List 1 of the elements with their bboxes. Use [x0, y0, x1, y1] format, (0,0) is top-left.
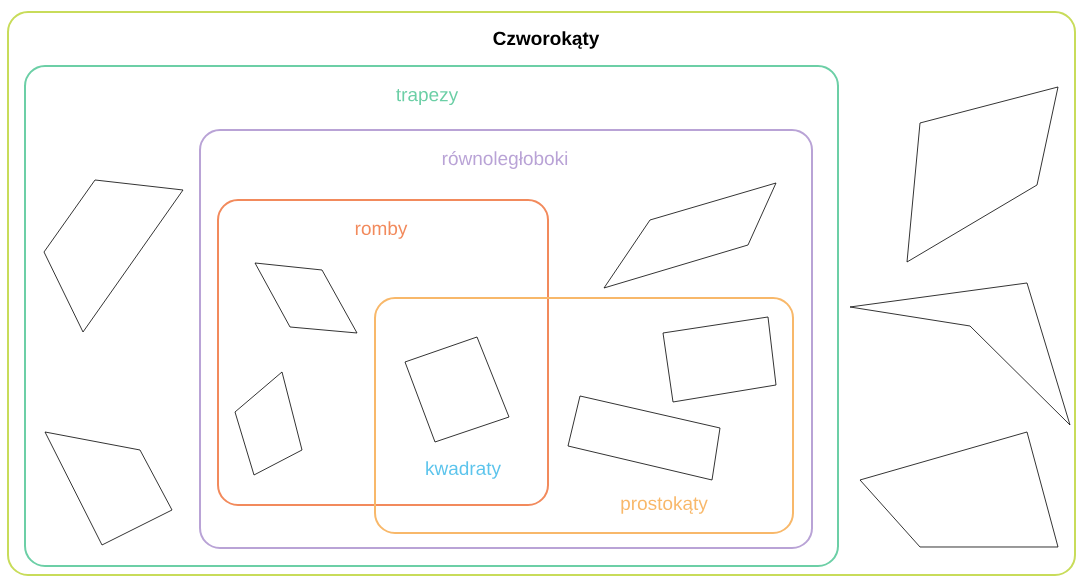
set-label: kwadraty: [426, 461, 501, 479]
